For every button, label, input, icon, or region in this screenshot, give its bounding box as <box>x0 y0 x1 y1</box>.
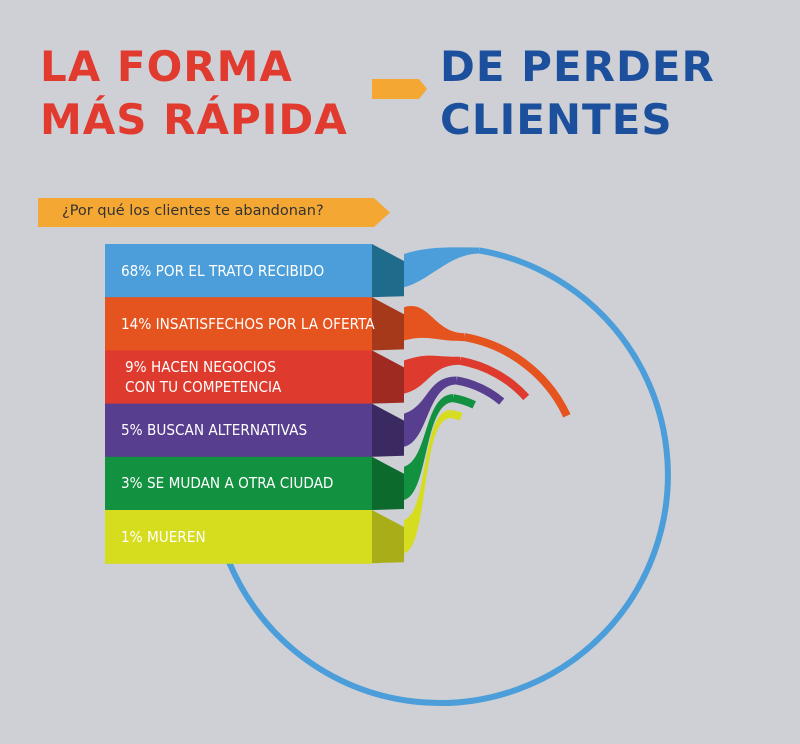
connector-2 <box>404 305 465 342</box>
title-left-line-2: MÁS RÁPIDA <box>40 95 348 144</box>
bar-label-2: 14% INSATISFECHOS POR LA OFERTA <box>121 314 375 334</box>
bar-label-line: CON TU COMPETENCIA <box>125 378 282 396</box>
title-right: DE PERDER CLIENTES <box>440 40 715 146</box>
bar-1 <box>105 244 372 298</box>
bar-label-5: 3% SE MUDAN A OTRA CIUDAD <box>121 473 333 493</box>
connector-5 <box>404 394 454 500</box>
bar-4 <box>105 403 372 458</box>
bar-label-3: 9% HACEN NEGOCIOS CON TU COMPETENCIA <box>125 357 281 397</box>
question-banner <box>38 198 390 227</box>
bar-6 <box>105 510 372 564</box>
bar-label-line: 3% SE MUDAN A OTRA CIUDAD <box>121 474 334 493</box>
bar-side-3 <box>372 350 404 404</box>
arc-2 <box>463 333 571 418</box>
title-right-line-2: CLIENTES <box>440 95 673 144</box>
arc-6 <box>450 409 463 421</box>
bar-side-5 <box>372 456 404 510</box>
bar-label-line: 9% HACEN NEGOCIOS <box>125 358 277 376</box>
question-text: ¿Por qué los clientes te abandonan? <box>62 203 324 219</box>
connector-4 <box>404 376 457 447</box>
bar-label-line: 5% BUSCAN ALTERNATIVAS <box>121 421 308 440</box>
bar-label-6: 1% MUEREN <box>121 527 206 547</box>
bar-5 <box>105 456 372 511</box>
arc-3 <box>459 356 530 401</box>
bar-label-1: 68% POR EL TRATO RECIBIDO <box>121 261 324 281</box>
connector-3 <box>404 355 461 394</box>
bar-side-6 <box>372 510 404 564</box>
title-left-line-1: LA FORMA <box>40 42 293 91</box>
bar-label-line: 1% MUEREN <box>121 527 206 546</box>
arc-4 <box>455 376 505 405</box>
title-right-line-1: DE PERDER <box>440 42 715 91</box>
bar-label-line: 68% POR EL TRATO RECIBIDO <box>121 261 325 280</box>
bars-group <box>105 244 404 564</box>
title-left: LA FORMA MÁS RÁPIDA <box>40 40 348 146</box>
bar-3 <box>105 350 372 405</box>
bar-label-line: 14% INSATISFECHOS POR LA OFERTA <box>121 314 375 333</box>
connector-1 <box>404 247 480 288</box>
title-arrow-dash <box>372 79 427 99</box>
bar-label-4: 5% BUSCAN ALTERNATIVAS <box>121 420 307 440</box>
arc-5 <box>452 394 476 409</box>
connector-6 <box>404 409 451 554</box>
bar-side-1 <box>372 244 404 298</box>
bar-side-2 <box>372 297 404 351</box>
bar-side-4 <box>372 403 404 457</box>
bar-2 <box>105 297 372 351</box>
